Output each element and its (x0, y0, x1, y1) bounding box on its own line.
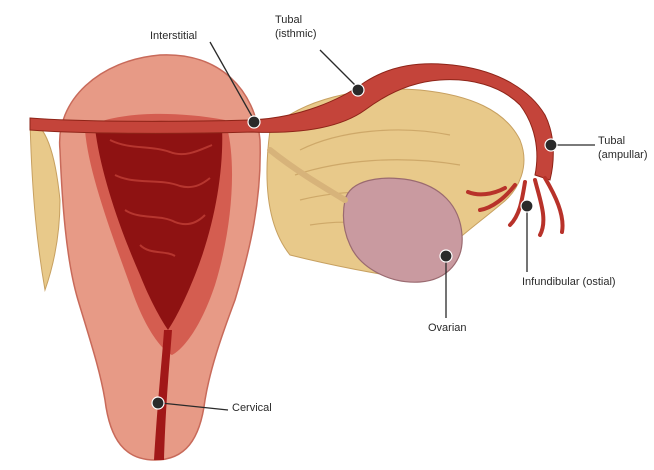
site-interstitial (248, 116, 260, 128)
site-ovarian (440, 250, 452, 262)
left-ligament (30, 120, 60, 290)
label-interstitial: Interstitial (150, 30, 197, 43)
label-tubal-ampullar-line1: Tubal (598, 135, 625, 148)
label-ovarian: Ovarian (428, 322, 467, 335)
label-tubal-ampullar-line2: (ampullar) (598, 149, 648, 162)
label-cervical: Cervical (232, 402, 272, 415)
site-cervical (152, 397, 164, 409)
site-tubal-isthmic (352, 84, 364, 96)
label-infundibular: Infundibular (ostial) (522, 276, 616, 289)
site-tubal-ampullar (545, 139, 557, 151)
label-tubal-isthmic-line1: Tubal (275, 14, 302, 27)
leader-tubal-isthmic (320, 50, 358, 88)
label-tubal-isthmic-line2: (isthmic) (275, 28, 317, 41)
site-infundibular (521, 200, 533, 212)
